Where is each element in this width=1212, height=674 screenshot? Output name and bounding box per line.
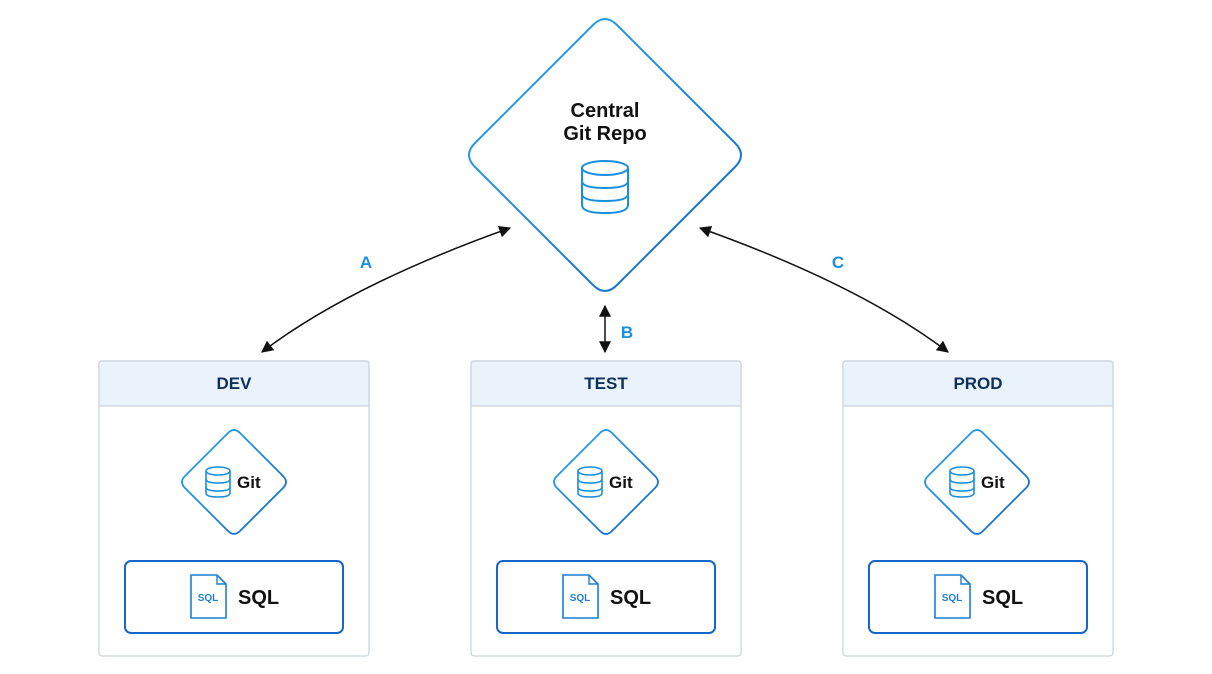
edge-c-arrow	[698, 225, 949, 353]
env-prod-git: Git	[924, 429, 1030, 535]
env-dev: DEV Git SQL SQL	[98, 360, 370, 657]
sql-file-icon: SQL	[562, 574, 599, 619]
edge-c: C	[698, 225, 949, 353]
sql-icon-text: SQL	[942, 593, 963, 604]
env-dev-sql: SQL SQL	[124, 560, 344, 634]
sql-icon-text: SQL	[198, 593, 219, 604]
env-prod-header	[842, 360, 1114, 407]
env-dev-title: DEV	[217, 374, 253, 393]
edge-a: A	[261, 225, 512, 353]
sql-file-icon: SQL	[190, 574, 227, 619]
edge-a-arrow	[261, 225, 512, 353]
env-dev-git-label: Git	[237, 473, 261, 492]
central-title-line2: Git Repo	[563, 123, 646, 145]
env-test-sql: SQL SQL	[496, 560, 716, 634]
env-dev-header	[98, 360, 370, 407]
git-diamond-shape	[924, 429, 1030, 535]
env-dev-sql-label: SQL	[238, 587, 279, 609]
sql-icon-text: SQL	[570, 593, 591, 604]
env-test-git-label: Git	[609, 473, 633, 492]
git-diamond-shape	[181, 429, 287, 535]
sql-file-icon: SQL	[934, 574, 971, 619]
edge-b-label: B	[621, 323, 633, 342]
env-dev-git: Git	[181, 429, 287, 535]
sql-card	[496, 560, 716, 634]
env-test: TEST Git SQL SQL	[470, 360, 742, 657]
env-test-title: TEST	[584, 374, 628, 393]
env-test-git: Git	[553, 429, 659, 535]
database-icon	[949, 466, 975, 498]
database-icon	[577, 466, 603, 498]
central-title-line1: Central	[571, 100, 640, 122]
central-diamond-shape	[468, 18, 742, 292]
edge-a-label: A	[360, 253, 372, 272]
git-diamond-shape	[553, 429, 659, 535]
env-prod-title: PROD	[953, 374, 1002, 393]
env-prod: PROD Git SQL SQL	[842, 360, 1114, 657]
env-test-sql-label: SQL	[610, 587, 651, 609]
env-prod-sql-label: SQL	[982, 587, 1023, 609]
env-prod-sql: SQL SQL	[868, 560, 1088, 634]
sql-card	[124, 560, 344, 634]
env-prod-git-label: Git	[981, 473, 1005, 492]
env-test-header	[470, 360, 742, 407]
database-icon	[581, 160, 629, 215]
central-git-repo: Central Git Repo	[468, 18, 742, 292]
sql-card	[868, 560, 1088, 634]
database-icon	[205, 466, 231, 498]
edge-c-label: C	[832, 253, 844, 272]
edge-b: B	[599, 304, 633, 354]
